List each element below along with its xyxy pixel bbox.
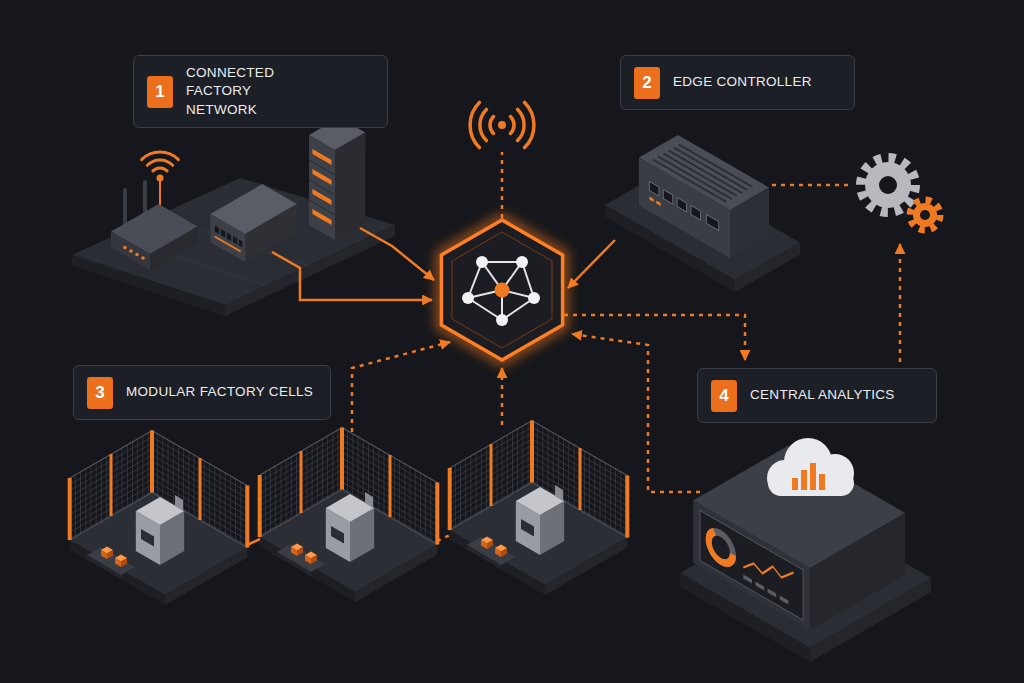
- wireless-symbol: [470, 102, 534, 147]
- panel-title: CONNECTED FACTORY NETWORK: [186, 64, 326, 119]
- callout-number: 2: [642, 74, 651, 91]
- callout-number: 3: [95, 384, 104, 401]
- label-panel: CENTRAL ANALYTICS 4: [697, 368, 937, 423]
- switch-icon: [210, 184, 297, 262]
- label-panel: CONNECTED FACTORY NETWORK 1: [133, 55, 388, 128]
- cloud-icon: [767, 438, 854, 496]
- router-icon: [111, 152, 198, 270]
- callout-number: 2: [634, 67, 660, 99]
- controller-device: [605, 135, 800, 292]
- label-panel: MODULAR FACTORY CELLS 3: [73, 365, 331, 420]
- callout-number: 1: [147, 76, 173, 108]
- data-wires: [247, 152, 900, 545]
- callout-number: 4: [711, 380, 737, 412]
- server-icon: [309, 118, 365, 241]
- gear-icon: [861, 158, 940, 230]
- callout-number: 1: [155, 83, 164, 100]
- panel-title: MODULAR FACTORY CELLS: [126, 383, 313, 401]
- callout-number: 3: [87, 377, 113, 409]
- panel-title: CENTRAL ANALYTICS: [750, 386, 895, 404]
- label-panel: EDGE CONTROLLER 2: [620, 55, 855, 110]
- panel-title: EDGE CONTROLLER: [673, 73, 812, 91]
- network-hub: [441, 220, 562, 360]
- callout-number: 4: [719, 387, 728, 404]
- analytics-server: [680, 446, 931, 663]
- factory-cells: [70, 421, 628, 606]
